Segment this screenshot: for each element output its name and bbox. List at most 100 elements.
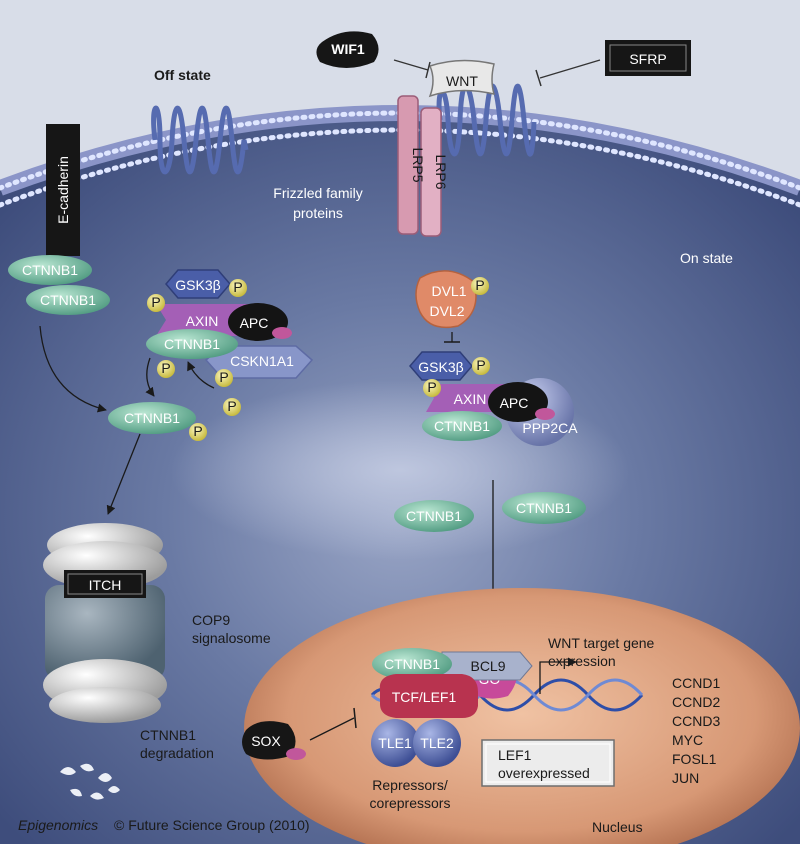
gsk3b-on xyxy=(409,351,473,381)
frizzled-label-line1: Frizzled family xyxy=(273,185,362,201)
degradation-label-line2: degradation xyxy=(140,745,214,761)
ctnnb1-phosphorylated-label: CTNNB1 xyxy=(124,410,180,426)
off-state-label: Off state xyxy=(154,67,211,83)
lrp5-label: LRP5 xyxy=(410,147,426,182)
wnt-ligand xyxy=(428,59,496,98)
phospho-free-label: P xyxy=(193,423,202,439)
itch-box-inner xyxy=(67,573,143,595)
ppp2ca-label: PPP2CA xyxy=(522,420,578,436)
target-gene-5: FOSL1 xyxy=(672,751,717,767)
ctnnb1-stable-1 xyxy=(394,500,474,532)
cop9-label-line2: signalosome xyxy=(192,630,271,646)
on-state-label: On state xyxy=(680,250,733,266)
apc-off-tag xyxy=(272,327,292,339)
target-gene-6: JUN xyxy=(672,770,699,786)
ctnnb1-nuclear-label: CTNNB1 xyxy=(384,656,440,672)
ctnnb1-membrane-2 xyxy=(26,285,110,315)
phospho-off-3-label: P xyxy=(161,360,170,376)
bcl9-label: BCL9 xyxy=(470,658,505,674)
apc-off-label: APC xyxy=(240,315,269,331)
lef1-label-line2: overexpressed xyxy=(498,765,590,781)
sox-inhibit-bar xyxy=(353,707,357,729)
frizzled-receptor-on xyxy=(436,83,537,157)
arrow-membrane-to-free xyxy=(39,325,107,413)
lrp5-receptor xyxy=(397,95,419,235)
degraded-fragments xyxy=(60,763,120,800)
transcription-start-arrow xyxy=(539,657,577,694)
target-gene-1: CCND1 xyxy=(672,675,720,691)
phospho-on-2-label: P xyxy=(427,379,436,395)
lef1-label-line1: LEF1 xyxy=(498,747,532,763)
e-cadherin-bar xyxy=(46,124,80,256)
ctnnb1-membrane-2-label: CTNNB1 xyxy=(40,292,96,308)
sfrp-box-inner xyxy=(609,44,687,72)
tle1-label: TLE1 xyxy=(378,735,412,751)
repressors-label-line1: Repressors/ xyxy=(372,777,448,793)
sox-protein xyxy=(242,721,296,760)
apc-on-tag xyxy=(535,408,555,420)
csnk1a1-off xyxy=(204,345,314,379)
wif1-inhibits-wnt xyxy=(393,59,429,71)
nucleus-label: Nucleus xyxy=(592,819,643,835)
arrow-complex-to-free xyxy=(145,357,155,397)
sox-tag xyxy=(286,748,306,760)
frizzled-label-line2: proteins xyxy=(293,205,343,221)
phospho-off-4 xyxy=(215,369,233,387)
target-gene-2: CCND2 xyxy=(672,694,720,710)
target-gene-3: CCND3 xyxy=(672,713,720,729)
ctnnb1-complex-on-label: CTNNB1 xyxy=(434,418,490,434)
tcf-lef1-label: TCF/LEF1 xyxy=(392,689,457,705)
cop9-label-line1: COP9 xyxy=(192,612,230,628)
phospho-off-1 xyxy=(229,279,247,297)
wnt-target-label-line2: expression xyxy=(548,653,616,669)
phospho-off-5-label: P xyxy=(227,398,236,414)
sox-inhibits-tcf xyxy=(309,717,355,741)
nucleus xyxy=(244,588,800,844)
lrp6-label: LRP6 xyxy=(433,154,449,189)
sfrp-inhibit-bar xyxy=(535,69,542,87)
frizzled-receptor-off xyxy=(151,105,249,175)
ctnnb1-stable-2-label: CTNNB1 xyxy=(516,500,572,516)
itch-box xyxy=(64,570,146,598)
sox-label: SOX xyxy=(251,733,281,749)
phospho-off-3 xyxy=(157,360,175,378)
ctnnb1-membrane-1 xyxy=(8,255,92,285)
phospho-on-2 xyxy=(423,379,441,397)
phospho-off-1-label: P xyxy=(233,279,242,295)
dvl1-label: DVL1 xyxy=(431,283,466,299)
ctnnb1-membrane-1-label: CTNNB1 xyxy=(22,262,78,278)
copyright-text: © Future Science Group (2010) xyxy=(114,817,310,833)
wnt-target-label-line1: WNT target gene xyxy=(548,635,655,651)
apc-on xyxy=(488,382,548,422)
ctnnb1-complex-off xyxy=(146,329,238,359)
csnk1a1-off-label: CSKN1A1 xyxy=(230,353,294,369)
phospho-off-2-label: P xyxy=(151,294,160,310)
sfrp-inhibits-wnt xyxy=(539,59,601,79)
phospho-on-1-label: P xyxy=(476,357,485,373)
wif1-label: WIF1 xyxy=(331,41,365,57)
phospho-free xyxy=(189,423,207,441)
ctnnb1-complex-on xyxy=(422,411,502,441)
wnt-label: WNT xyxy=(446,73,478,89)
dvl-protein xyxy=(415,270,477,329)
gsk3b-off xyxy=(165,269,231,299)
axin-off-label: AXIN xyxy=(186,313,219,329)
repressors-label-line2: corepressors xyxy=(370,795,451,811)
ctnnb1-stable-2 xyxy=(502,492,586,524)
tle2-label: TLE2 xyxy=(420,735,454,751)
proteasome xyxy=(43,523,167,723)
lef1-overexpressed-box-inner xyxy=(485,743,611,783)
gsk3b-off-label: GSK3β xyxy=(175,277,220,293)
lef1-overexpressed-box xyxy=(481,739,615,787)
sfrp-label: SFRP xyxy=(629,51,666,67)
gsk3b-on-label: GSK3β xyxy=(418,359,463,375)
sfrp-box xyxy=(605,40,691,76)
journal-name: Epigenomics xyxy=(18,817,98,833)
arrow-to-proteasome xyxy=(106,433,141,515)
phospho-off-5 xyxy=(223,398,241,416)
wif1-inhibit-bar xyxy=(425,61,431,79)
ctnnb1-nuclear xyxy=(372,648,452,680)
itch-label: ITCH xyxy=(89,577,122,593)
apc-on-label: APC xyxy=(500,395,529,411)
